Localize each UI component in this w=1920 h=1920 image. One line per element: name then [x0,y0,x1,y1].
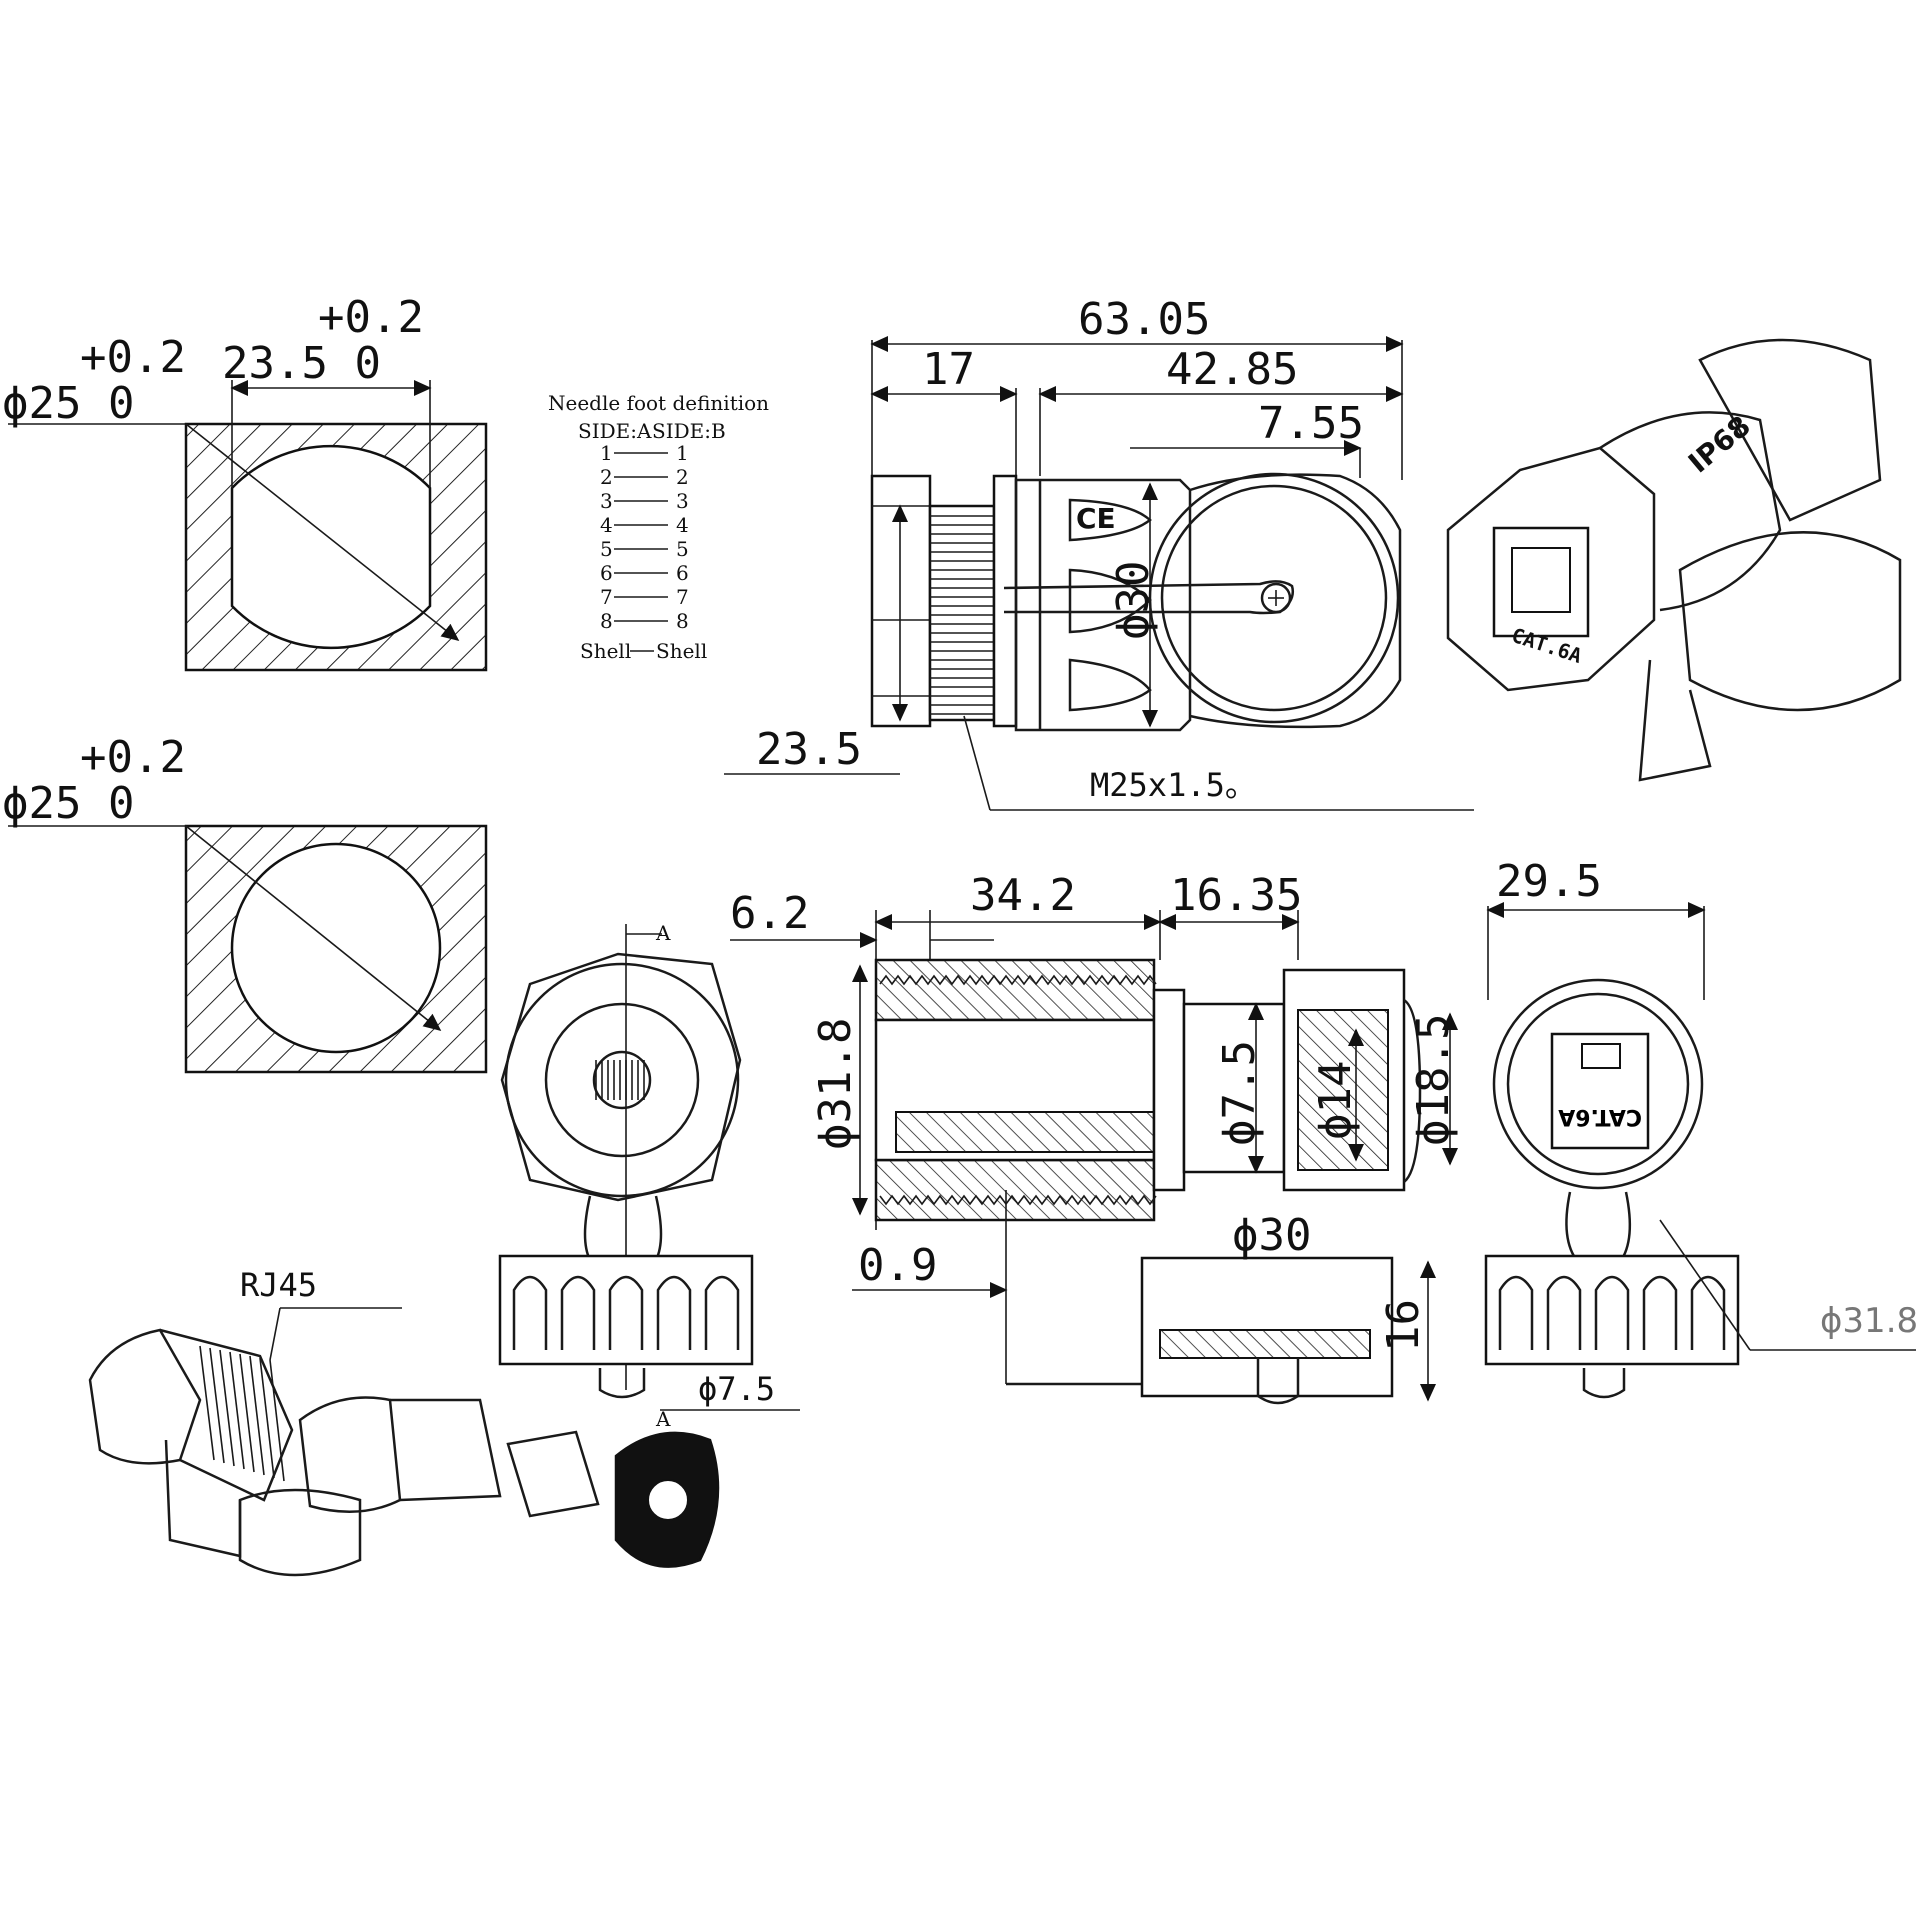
pin-row-a: 7 [600,585,613,609]
dim-34-2: 34.2 [970,870,1076,921]
pin-row-a: 3 [600,489,613,513]
section-marker-a-top: A [655,921,671,945]
pin-table-side-b: SIDE:B [652,419,726,443]
iso-view-top-right: CAT.6A IP68 [1446,338,1902,782]
cat6a-front-label: CAT.6A [1558,1104,1642,1129]
section-view: 6.2 34.2 16.35 ϕ31.8 ϕ7.5 ϕ14 ϕ18.5 0.9 … [730,870,1459,1405]
tolerance-width-text: +0.2 [318,292,424,343]
diameter-25-text: ϕ25 0 [2,378,134,429]
dim-63-05: 63.05 [1078,294,1210,345]
tolerance-dia-text: +0.2 [80,332,186,383]
dim-16-35: 16.35 [1170,870,1302,921]
dim-dia-31-8: ϕ31.8 [810,1018,861,1150]
front-view-right: 29.5 CAT.6A ϕ31.8 [1484,856,1918,1399]
dim-29-5: 29.5 [1496,856,1602,907]
dim-dia-31-8-right: ϕ31.8 [1820,1301,1918,1341]
pin-row-b: 4 [676,513,689,537]
pin-row-a: 2 [600,465,613,489]
pin-row-b: 1 [676,441,689,465]
panel-cutout-d-shape: +0.2 +0.2 23.5 0 ϕ25 0 [2,292,488,672]
dim-dia-7-5-front: ϕ7.5 [698,1370,775,1408]
shell-b-label: Shell [656,639,707,663]
dim-42-85: 42.85 [1166,344,1298,395]
tolerance-text-2: +0.2 [80,732,186,783]
pin-row-a: 6 [600,561,613,585]
pin-row-a: 5 [600,537,613,561]
pin-table-title: Needle foot definition [548,391,769,415]
pin-row-a: 1 [600,441,613,465]
exploded-iso-view: RJ45 [88,1266,720,1577]
dim-0-9: 0.9 [858,1240,937,1291]
pin-row-b: 2 [676,465,689,489]
dim-7-55: 7.55 [1258,398,1364,449]
thread-lines [930,515,994,715]
width-23-5-text: 23.5 0 [222,338,381,389]
pin-row-b: 8 [676,609,689,633]
dim-dia-30-cap: ϕ30 [1232,1210,1311,1261]
rj45-label: RJ45 [240,1266,317,1304]
pin-row-b: 6 [676,561,689,585]
diameter-25-text-2: ϕ25 0 [2,778,134,829]
pin-row-a: 8 [600,609,613,633]
dim-dia-14: ϕ14 [1310,1061,1361,1140]
section-marker-a-bottom: A [655,1407,671,1431]
shell-a-label: Shell [580,639,631,663]
pin-row-b: 3 [676,489,689,513]
pin-row-a: 4 [600,513,613,537]
cap-ribs-right [1498,1275,1726,1350]
pin-row-b: 7 [676,585,689,609]
ip68-mark: IP68 [1682,409,1757,479]
grip-lines [595,1060,645,1100]
dim-m25-thread: M25x1.5。 [1090,766,1257,804]
dim-dia-30-side: ϕ30 [1108,561,1159,640]
dim-dia-18-5: ϕ18.5 [1408,1014,1459,1146]
side-view-top: 63.05 17 42.85 7.55 CE ϕ30 [724,294,1474,811]
dim-dia-7-5: ϕ7.5 [1214,1040,1265,1146]
pin-row-b: 5 [676,537,689,561]
dim-6-2: 6.2 [730,888,809,939]
panel-cutout-round: +0.2 ϕ25 0 [2,732,488,1074]
iso-threads [199,1345,285,1482]
dim-16: 16 [1378,1299,1429,1352]
pin-table-side-a: SIDE:A [578,419,652,443]
dim-17: 17 [922,344,975,395]
ce-mark: CE [1076,502,1116,535]
front-view-nut: A ϕ7.5 A [498,921,800,1431]
cap-ribs [512,1275,740,1350]
dim-23-5: 23.5 [756,724,862,775]
section-threads [879,974,1157,1206]
